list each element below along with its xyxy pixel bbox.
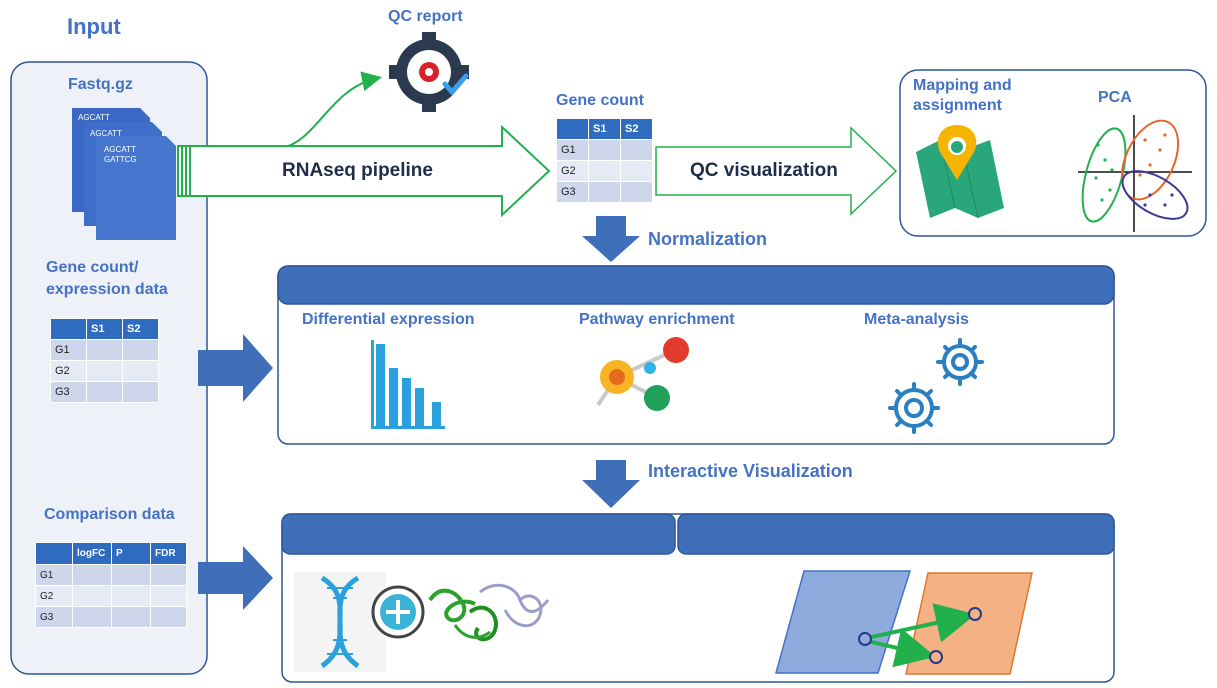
gene-count-table: S1 S2 G1 G2 G3 [556, 118, 653, 203]
table-header: S1 [588, 118, 621, 140]
qc-report-label: QC report [388, 8, 463, 25]
table-header: S2 [122, 318, 159, 340]
pipeline-label: RNAseq pipeline [282, 160, 433, 181]
table-row-label: G1 [35, 564, 73, 586]
fastq-seq-3: AGCATT [104, 145, 136, 154]
visualization-header-right [677, 513, 1115, 555]
fastq-seq-4: GATTCG [104, 155, 137, 164]
rnaseq-pipeline-arrow [177, 124, 551, 218]
differential-expression-label: Differential expression [302, 311, 475, 328]
map-pin-icon [916, 125, 1004, 219]
table-header: S2 [620, 118, 653, 140]
analysis-header-band [277, 265, 1115, 305]
gears-icon [888, 338, 984, 434]
fastq-label: Fastq.gz [68, 76, 133, 93]
pathway-enrichment-label: Pathway enrichment [579, 311, 735, 328]
pathway-nodes-icon [596, 337, 689, 411]
table-row-label: G2 [50, 360, 87, 382]
normalization-arrow [582, 216, 640, 262]
fastq-file-stack [72, 108, 176, 240]
comparison-label: Comparison data [44, 506, 175, 523]
table-row-label: G3 [50, 381, 87, 403]
qc-visualization-label: QC visualization [690, 160, 838, 181]
table-header: logFC [72, 542, 112, 565]
fastq-seq-2: AGCATT [90, 129, 122, 138]
interactive-visualization-label: Interactive Visualization [648, 461, 853, 481]
input-to-visualization-arrow [198, 546, 273, 610]
table-header: FDR [150, 542, 187, 565]
table-header: P [111, 542, 151, 565]
meta-analysis-label: Meta-analysis [864, 311, 969, 328]
input-gene-count-table: S1 S2 G1 G2 G3 [50, 318, 159, 403]
mapping-label-2: assignment [913, 97, 1002, 114]
bar-chart-icon [371, 340, 445, 429]
table-header: S1 [86, 318, 123, 340]
interactive-arrow [582, 460, 640, 508]
network-planes-icon [775, 570, 1033, 675]
input-to-analysis-arrow [198, 334, 273, 402]
table-row-label: G1 [50, 339, 87, 361]
normalization-label: Normalization [648, 229, 768, 249]
qc-visualization-arrow [655, 126, 898, 216]
mapping-label-1: Mapping and [913, 77, 1012, 94]
table-row-label: G3 [556, 181, 589, 203]
gene-count-input-label-2: expression data [46, 281, 168, 298]
table-row-label: G2 [556, 160, 589, 182]
visualization-header-left [281, 513, 676, 555]
qc-report-arrow [281, 71, 382, 149]
comparison-table: logFC P FDR G1 G2 G3 [35, 542, 187, 628]
table-row-label: G2 [35, 585, 73, 607]
gene-count-input-label-1: Gene count/ [46, 259, 139, 276]
dna-icon [294, 572, 386, 672]
input-title: Input [67, 14, 121, 39]
qc-report-gear-icon [389, 32, 469, 112]
pca-plot-icon [1078, 115, 1192, 232]
pca-label: PCA [1098, 89, 1132, 106]
protein-structure-image [428, 583, 550, 642]
gene-count-title: Gene count [556, 92, 645, 109]
table-row-label: G3 [35, 606, 73, 628]
plus-circle-icon [371, 585, 425, 639]
table-row-label: G1 [556, 139, 589, 161]
fastq-seq-1: AGCATT [78, 113, 110, 122]
